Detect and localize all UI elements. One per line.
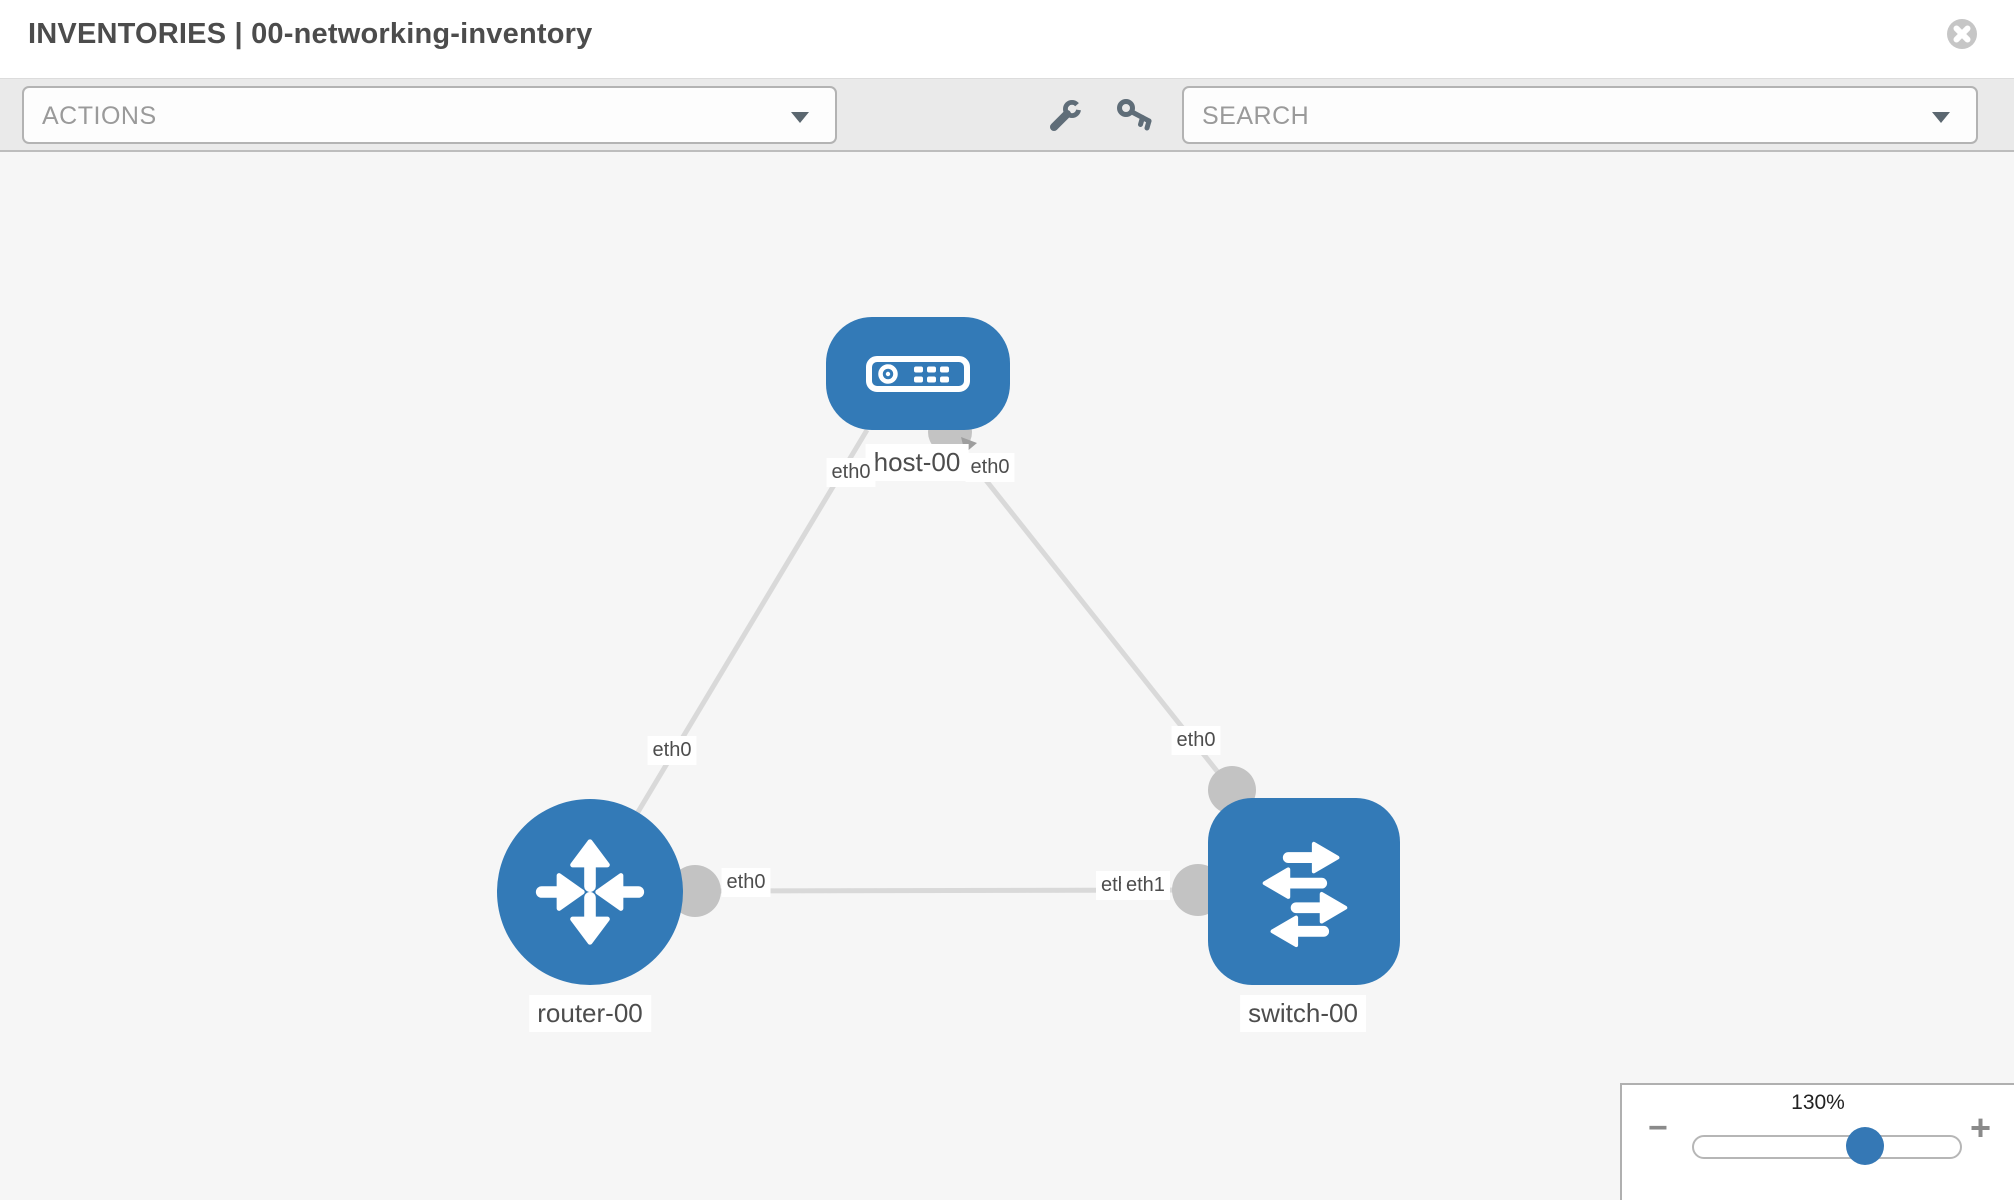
node-switch-00[interactable] — [1208, 798, 1400, 985]
actions-dropdown[interactable]: ACTIONS — [22, 86, 837, 144]
router-arrows-icon — [535, 839, 645, 945]
if-label-host-left: eth0 — [826, 458, 876, 487]
chevron-down-icon — [1932, 112, 1950, 123]
node-label-switch: switch-00 — [1240, 995, 1366, 1032]
topology-canvas[interactable]: host-00 router-00 switch-00 eth0 eth0 et… — [0, 152, 2014, 1200]
node-host-00[interactable] — [826, 317, 1010, 430]
toolbar: ACTIONS SEARCH — [0, 78, 2014, 152]
zoom-in-button[interactable]: + — [1970, 1107, 1992, 1148]
page-title: INVENTORIES | 00-networking-inventory — [28, 18, 593, 50]
if-label-host-right: eth0 — [965, 453, 1015, 482]
node-label-host: host-00 — [865, 444, 969, 481]
key-icon — [1117, 99, 1152, 131]
links-layer — [587, 410, 1256, 917]
zoom-slider-track[interactable] — [1692, 1135, 1962, 1159]
credentials-button[interactable] — [1115, 96, 1155, 136]
node-router-00[interactable] — [497, 799, 683, 985]
server-icon — [866, 355, 970, 392]
if-label-diag-router: eth0 — [647, 736, 697, 765]
zoom-level-value: 130% — [1791, 1091, 1845, 1114]
if-label-diag-switch: eth0 — [1171, 726, 1221, 755]
search-dropdown[interactable]: SEARCH — [1182, 86, 1978, 144]
close-button[interactable] — [1946, 18, 1978, 50]
search-dropdown-value: SEARCH — [1202, 102, 1310, 130]
zoom-slider-thumb[interactable] — [1846, 1127, 1884, 1165]
header: INVENTORIES | 00-networking-inventory — [0, 0, 2014, 78]
if-label-mid-router: eth0 — [721, 868, 771, 897]
chevron-down-icon — [791, 112, 809, 123]
switch-arrows-icon — [1262, 841, 1348, 947]
node-label-router: router-00 — [529, 995, 651, 1032]
if-label-mid-switch: eth1 — [1121, 871, 1170, 900]
wrench-icon — [1050, 97, 1086, 131]
actions-dropdown-value: ACTIONS — [42, 102, 157, 130]
zoom-out-button[interactable]: − — [1648, 1109, 1668, 1147]
close-icon — [1947, 19, 1977, 49]
zoom-control-panel: 130% − + — [1620, 1083, 2014, 1200]
configure-button[interactable] — [1046, 96, 1086, 136]
